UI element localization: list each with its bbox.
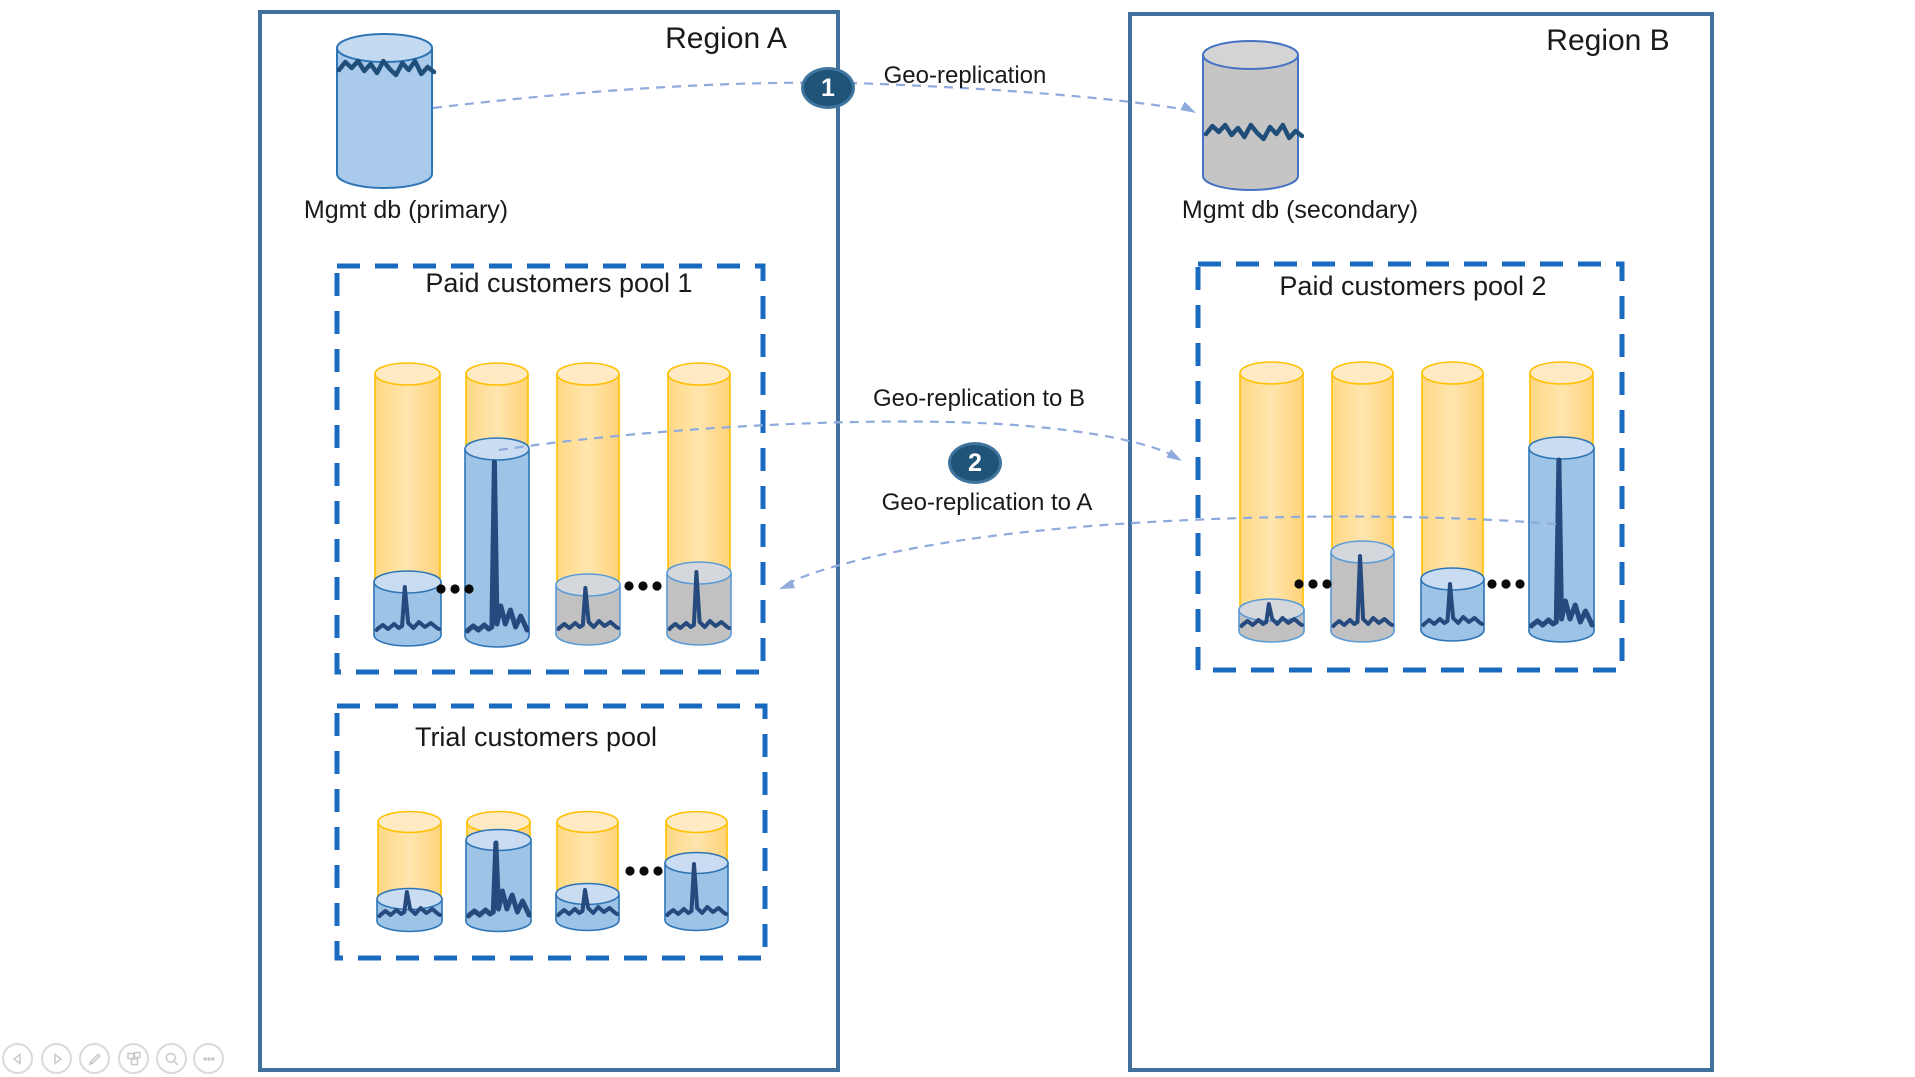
db-usage-sparkline [1239,602,1304,628]
mgmt-db-secondary-label: Mgmt db (secondary) [1181,196,1419,224]
ellipsis-dots [625,866,663,876]
pen-icon [88,1052,101,1065]
ellipsis-dots [436,584,474,594]
geo-replication-to-a-arrow-head [779,579,795,589]
pool2-title: Paid customers pool 2 [1279,271,1547,301]
mgmt-db-primary-activity-wave [336,58,437,78]
geo-replication-to-b-arrow [498,420,1175,457]
pool-db-usage-cylinder [664,851,729,932]
next-slide-button[interactable] [41,1043,72,1074]
db-usage-sparkline [556,888,620,917]
mgmt-db-primary-cylinder [336,33,433,189]
pool-db-capacity-cylinder [1239,361,1304,640]
pool-db-usage-cylinder [555,573,621,646]
pool2-box [1195,261,1625,673]
previous-slide-button[interactable] [2,1043,33,1074]
db-usage-sparkline [667,570,732,631]
magnifier-icon [165,1052,178,1065]
geo-replication-arrow-head [1180,101,1196,113]
geo-replication-to-b-label: Geo-replication to B [872,385,1086,412]
geo-replication-to-a-label: Geo-replication to A [881,489,1093,516]
ellipsis-dots [1487,579,1525,589]
region-b-title: Region B [1546,24,1670,57]
trial-pool-title: Trial customers pool [414,722,658,752]
ellipsis-dots [624,581,662,591]
pool1-title: Paid customers pool 1 [425,268,693,298]
trial-pool-box [334,703,768,961]
mgmt-db-primary-label: Mgmt db (primary) [303,196,509,224]
mgmt-db-secondary-activity-wave [1203,122,1305,142]
db-usage-sparkline [1331,554,1395,628]
db-usage-sparkline [377,890,443,918]
pool1-box [334,263,766,675]
slides-grid-icon [126,1051,141,1065]
ellipsis-icon [202,1056,215,1061]
db-usage-sparkline [1529,457,1595,629]
db-usage-sparkline [665,862,729,917]
region-a-title: Region A [665,22,787,55]
db-usage-sparkline [556,586,621,631]
geo-replication-to-b-arrow-head [1166,449,1182,461]
step-2-badge: 2 [948,442,1002,484]
mgmt-db-secondary-cylinder [1202,40,1299,191]
see-all-slides-button[interactable] [118,1043,149,1074]
step-1-badge: 1 [801,67,855,109]
zoom-button[interactable] [156,1043,187,1074]
geo-replication-label: Geo-replication [883,62,1047,89]
db-usage-sparkline [466,840,532,919]
previous-icon [12,1052,21,1065]
more-options-button[interactable] [193,1043,224,1074]
db-usage-sparkline [465,459,530,634]
ellipsis-dots [1294,579,1332,589]
pen-tool-button[interactable] [79,1043,110,1074]
region-b-box [1128,12,1714,1072]
db-usage-sparkline [374,585,441,632]
next-icon [53,1052,62,1065]
db-usage-sparkline [1421,582,1485,627]
region-a-box [258,10,840,1072]
geo-replication-arrow [432,81,1189,112]
